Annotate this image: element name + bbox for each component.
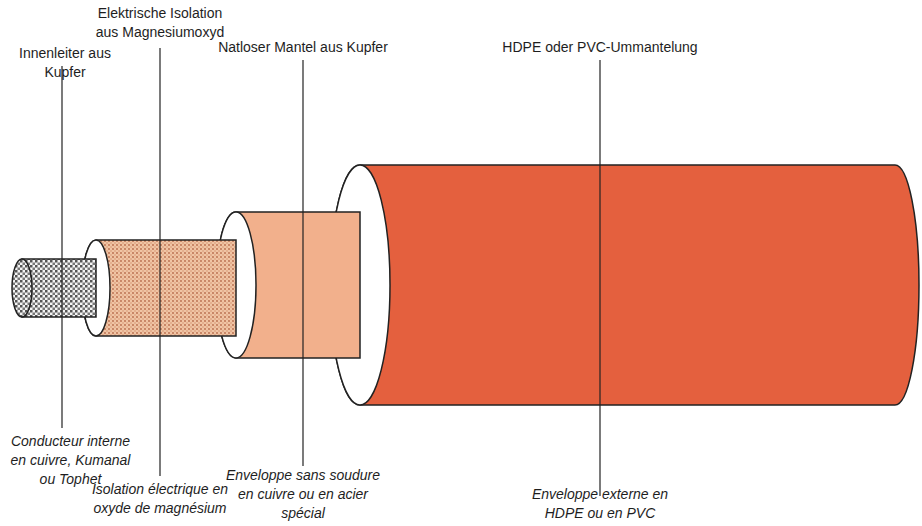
part-label: Elektrische Isolation aus Magnesiumoxyd — [85, 4, 235, 42]
part-label: Isolation électrique en oxyde de magnési… — [77, 480, 243, 518]
part-label: Enveloppe externe en HDPE ou en PVC — [525, 485, 675, 523]
part-label: Conducteur interne en cuivre, Kumanal ou… — [3, 432, 138, 489]
part-label: Natloser Mantel aus Kupfer — [213, 38, 393, 57]
mgo-insulation — [82, 240, 236, 336]
part-label: Innenleiter aus Kupfer — [3, 44, 127, 82]
outer-jacket — [330, 165, 919, 405]
part-label: HDPE oder PVC-Ummantelung — [500, 38, 700, 57]
inner-conductor — [12, 259, 96, 317]
leader-lines — [62, 48, 600, 496]
copper-sheath — [216, 212, 360, 358]
part-label: Enveloppe sans soudure en cuivre ou en a… — [219, 466, 387, 523]
